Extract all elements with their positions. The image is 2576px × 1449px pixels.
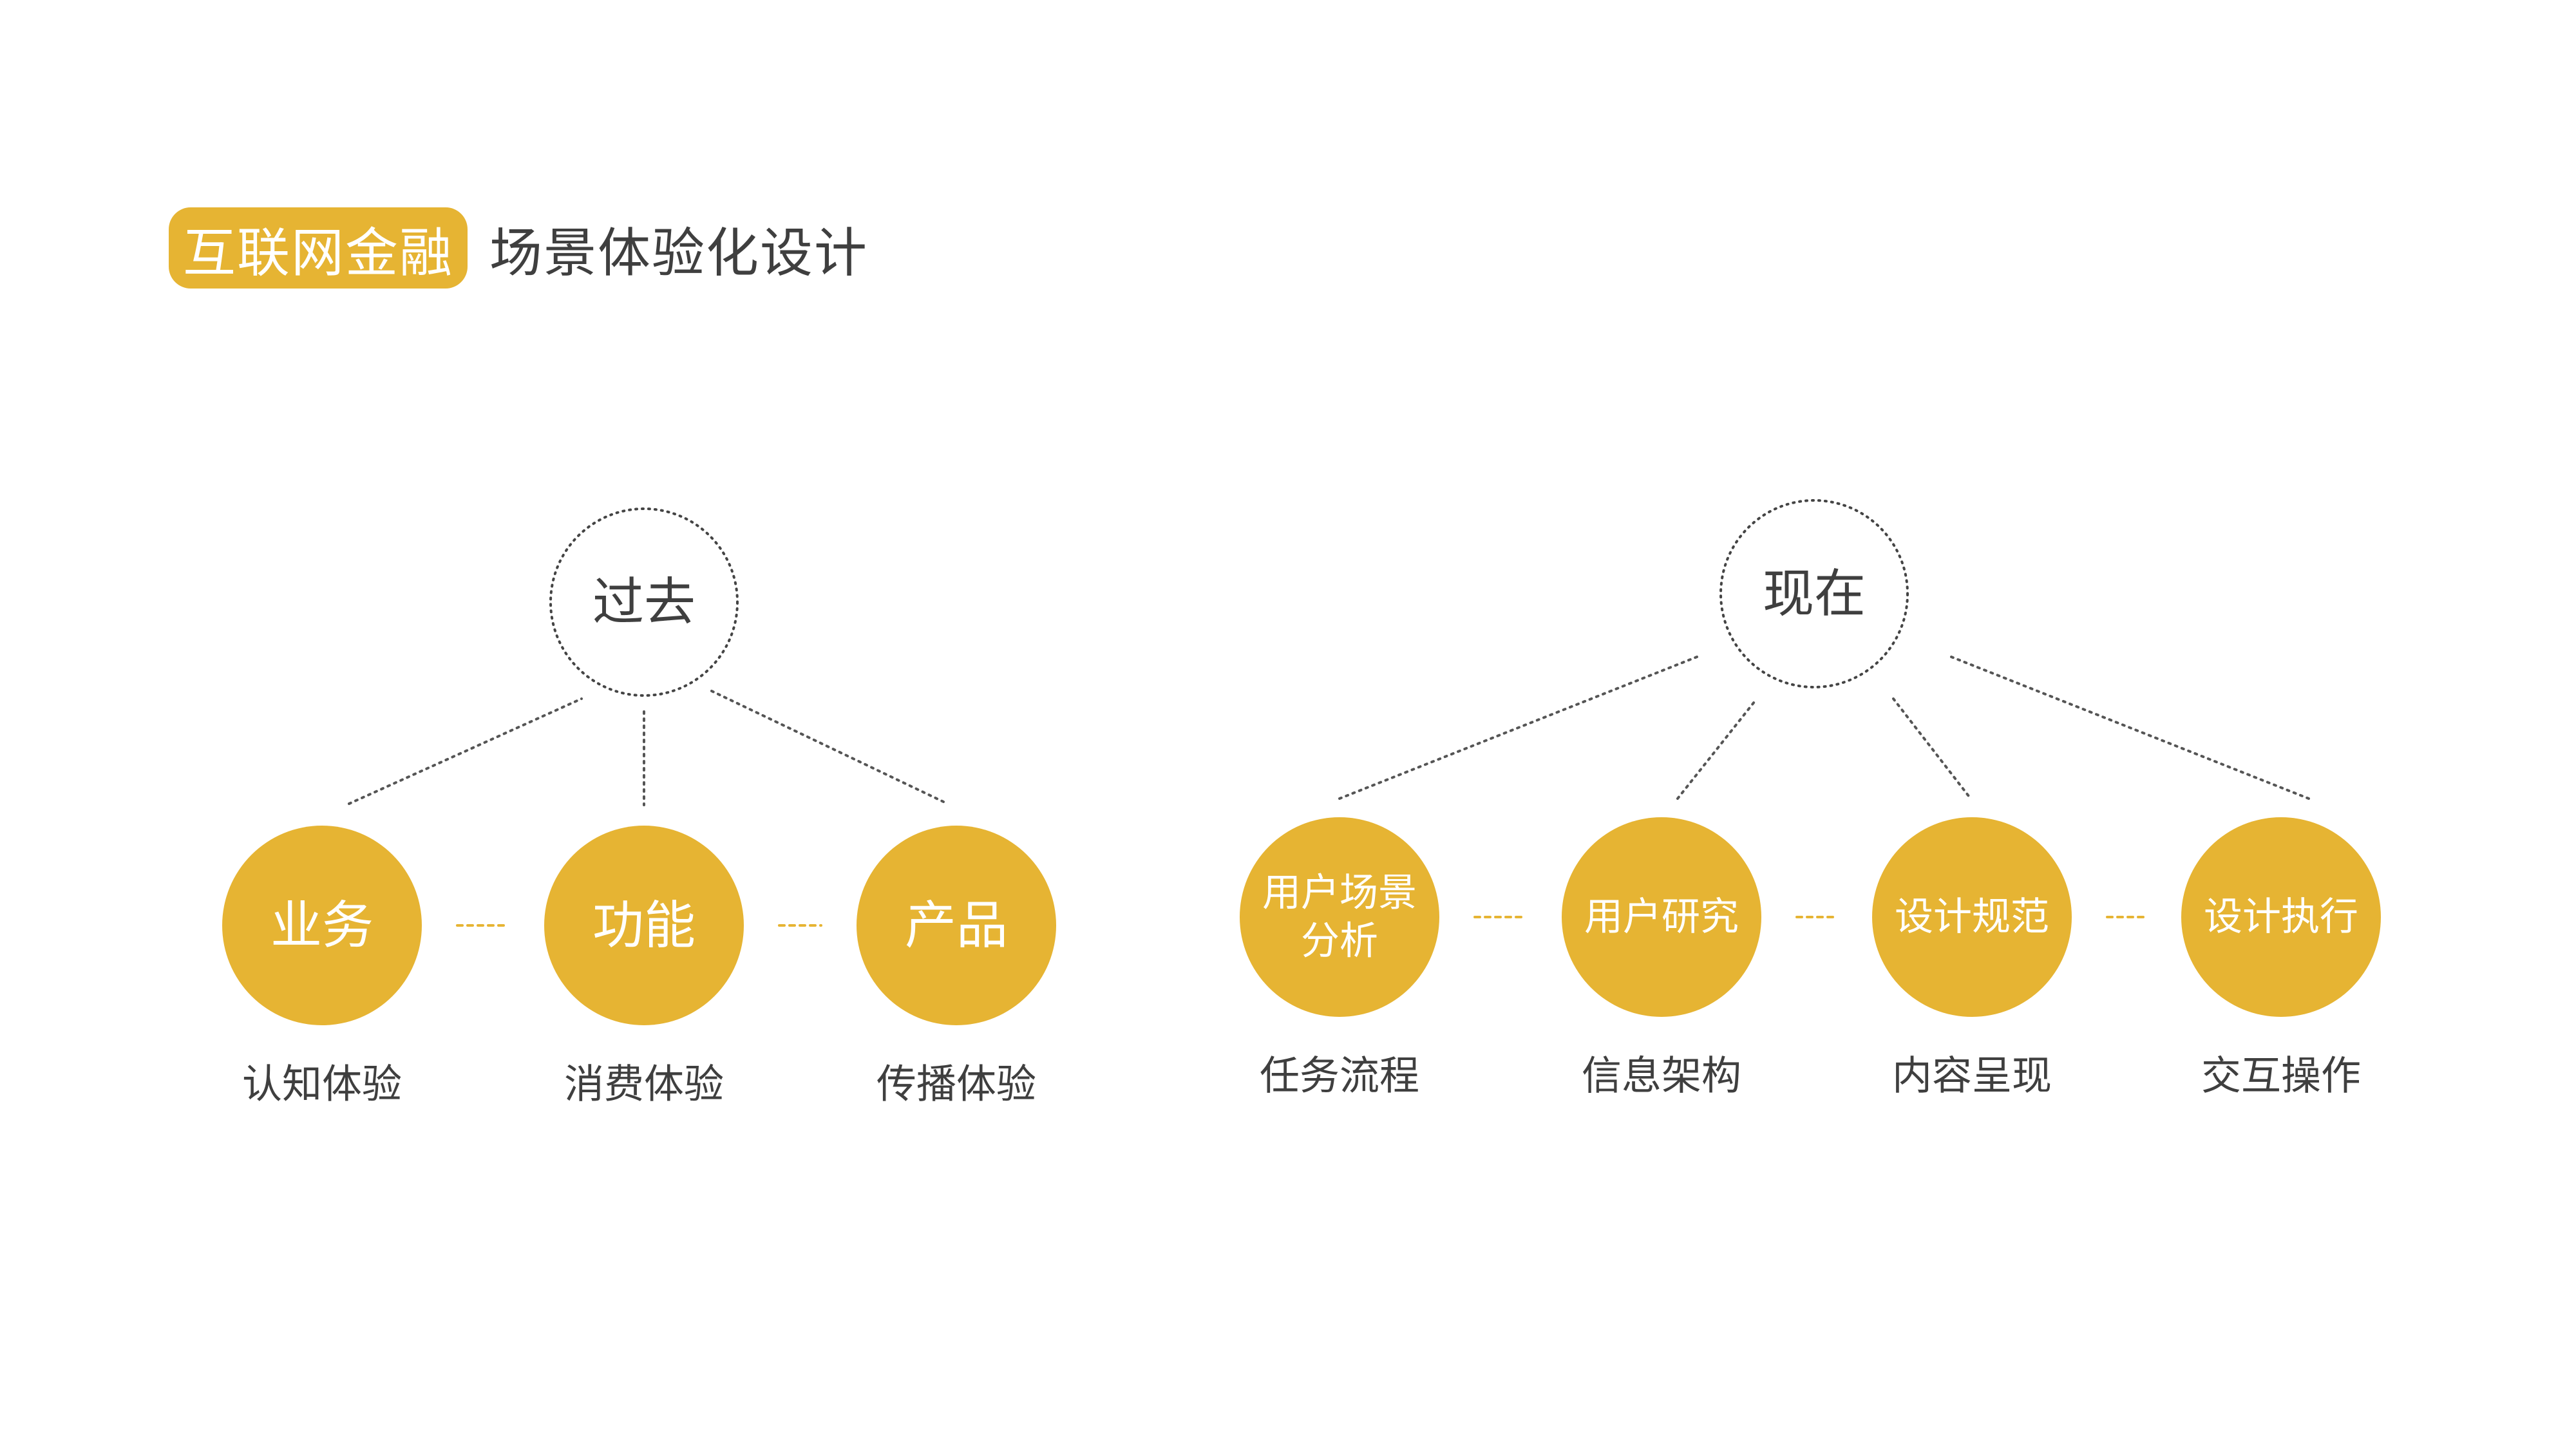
past-connector-2 bbox=[710, 690, 945, 803]
present-node-caption-0: 任务流程 bbox=[1260, 1052, 1419, 1099]
present-node-circle-1 bbox=[1562, 817, 1761, 1017]
present-node-label-2: 设计规范 bbox=[1895, 895, 2049, 940]
present-connector-1 bbox=[1676, 697, 1758, 800]
past-connector-0 bbox=[348, 697, 583, 805]
title-badge: 互联网金融 bbox=[169, 207, 468, 289]
present-node-label-0: 分析 bbox=[1301, 919, 1378, 964]
present-connector-3 bbox=[1950, 656, 2310, 800]
past-node-caption-0: 认知体验 bbox=[242, 1061, 402, 1108]
present-node-caption-2: 内容呈现 bbox=[1892, 1052, 2052, 1099]
present-root-circle bbox=[1719, 499, 1909, 688]
present-connector-0 bbox=[1338, 656, 1698, 800]
past-node-caption-1: 消费体验 bbox=[564, 1061, 724, 1108]
present-connector-2 bbox=[1892, 697, 1972, 800]
present-node-label-3: 设计执行 bbox=[2204, 895, 2358, 940]
present-node-label-0: 用户场景 bbox=[1262, 871, 1417, 916]
past-node-label-2: 产品 bbox=[905, 896, 1008, 956]
present-root-label: 现在 bbox=[1763, 564, 1866, 624]
past-root-circle bbox=[549, 507, 739, 697]
present-node-circle-0 bbox=[1240, 817, 1439, 1017]
present-node-circle-2 bbox=[1872, 817, 2072, 1017]
past-node-caption-2: 传播体验 bbox=[876, 1061, 1036, 1108]
page-title: 互联网金融 场景体验化设计 bbox=[169, 207, 868, 289]
past-node-circle-1 bbox=[544, 826, 744, 1025]
present-node-circle-3 bbox=[2181, 817, 2381, 1017]
past-node-label-0: 业务 bbox=[270, 896, 374, 956]
past-root-label: 过去 bbox=[592, 573, 696, 632]
past-node-circle-0 bbox=[222, 826, 422, 1025]
present-node-label-1: 用户研究 bbox=[1584, 895, 1739, 940]
title-text: 场景体验化设计 bbox=[489, 222, 869, 284]
present-node-caption-1: 信息架构 bbox=[1582, 1052, 1741, 1099]
present-node-caption-3: 交互操作 bbox=[2201, 1052, 2361, 1099]
past-node-circle-2 bbox=[857, 826, 1056, 1025]
past-node-label-1: 功能 bbox=[592, 896, 696, 956]
